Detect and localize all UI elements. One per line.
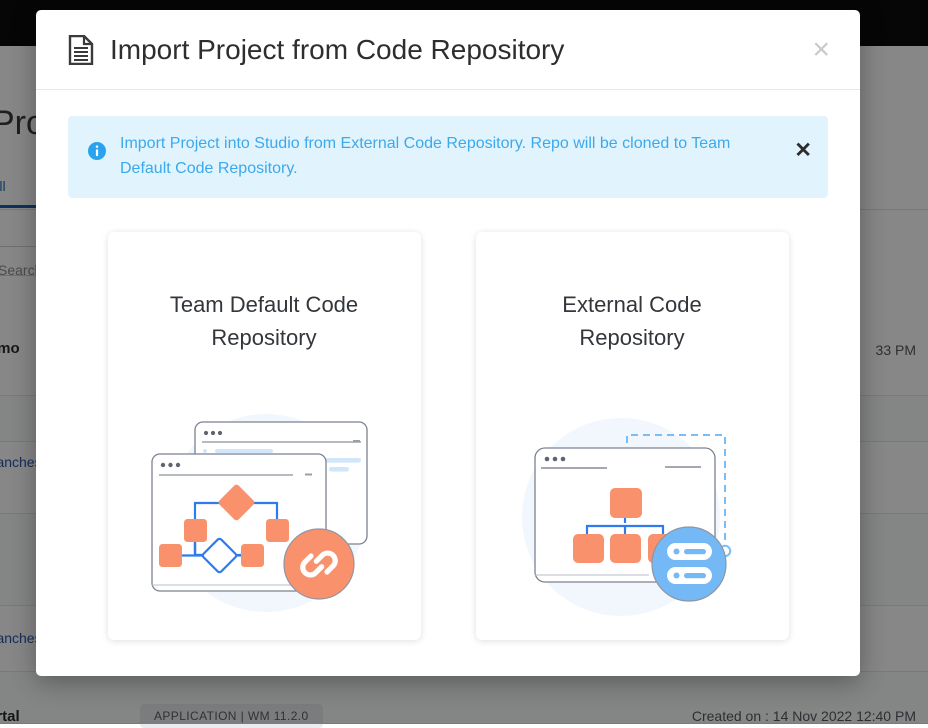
import-project-modal: Import Project from Code Repository × Im…	[36, 10, 860, 676]
alert-message: Import Project into Studio from External…	[120, 132, 794, 182]
modal-title: Import Project from Code Repository	[110, 34, 804, 66]
modal-header: Import Project from Code Repository ×	[36, 10, 860, 90]
external-repository-illustration	[497, 409, 767, 624]
option-team-default-code-repository[interactable]: Team Default Code Repository	[108, 232, 421, 640]
close-icon[interactable]: ×	[804, 33, 838, 67]
team-default-repository-illustration	[129, 409, 399, 624]
alert-dismiss-icon[interactable]: ✕	[794, 140, 812, 161]
option-title: External Code Repository	[517, 288, 747, 355]
repository-options: Team Default Code Repository	[68, 232, 828, 640]
document-icon	[68, 35, 94, 65]
info-alert: Import Project into Studio from External…	[68, 116, 828, 198]
info-icon	[88, 142, 106, 160]
option-external-code-repository[interactable]: External Code Repository	[476, 232, 789, 640]
option-title: Team Default Code Repository	[149, 288, 379, 355]
modal-body: Import Project into Studio from External…	[36, 90, 860, 676]
